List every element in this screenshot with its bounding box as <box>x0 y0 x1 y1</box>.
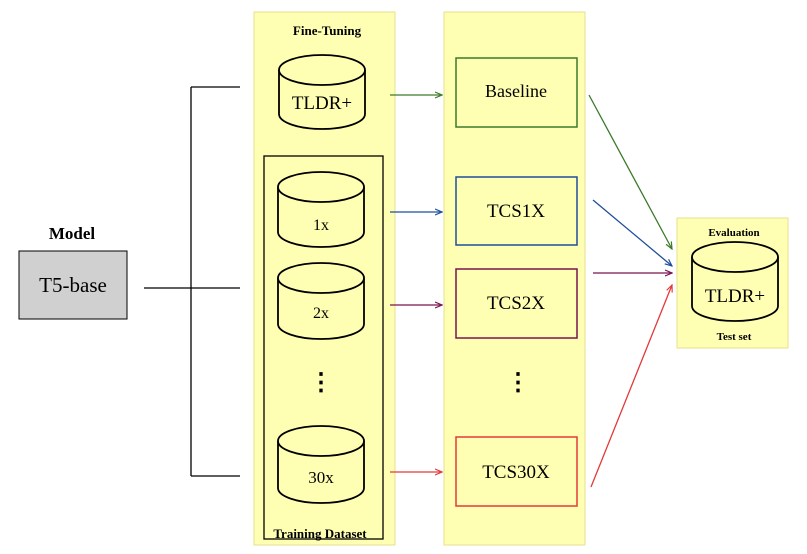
model-name: T5-base <box>39 273 107 297</box>
dataset-ellipsis: ⋮ <box>309 370 333 396</box>
tcs30x-label: TCS30X <box>482 462 550 483</box>
evaluation-dataset-cylinder <box>691 241 779 322</box>
arrow-tcs1x-to-eval <box>592 199 672 266</box>
tldr-dataset-cylinder <box>278 54 366 130</box>
tldr-dataset-label: TLDR+ <box>292 93 352 114</box>
tcs30x-box <box>455 436 578 507</box>
scale-1x-cylinder <box>277 171 365 248</box>
scale-30x-label: 30x <box>308 468 334 487</box>
arrow-baseline-to-eval <box>588 94 672 249</box>
model-heading: Model <box>49 224 96 243</box>
model-box <box>18 250 128 320</box>
training-dataset-frame <box>263 155 384 540</box>
scale-30x-cylinder <box>277 425 365 504</box>
tcs1x-label: TCS1X <box>487 201 545 222</box>
scale-2x-cylinder <box>277 262 365 340</box>
models-ellipsis: ⋮ <box>506 370 530 396</box>
baseline-label: Baseline <box>485 81 547 101</box>
evaluation-subtitle: Test set <box>717 331 752 343</box>
tcs2x-box <box>455 268 578 339</box>
model-bracket-connector <box>144 86 240 477</box>
arrow-tcs30x-to-eval <box>590 285 672 488</box>
tcs2x-label: TCS2X <box>487 293 545 314</box>
baseline-box <box>455 57 578 128</box>
tcs1x-box <box>455 176 578 246</box>
training-dataset-label: Training Dataset <box>273 526 367 541</box>
scale-1x-label: 1x <box>313 217 329 234</box>
scale-2x-label: 2x <box>313 305 329 322</box>
evaluation-dataset-label: TLDR+ <box>705 286 765 307</box>
evaluation-title: Evaluation <box>708 227 759 239</box>
fine-tuning-title: Fine-Tuning <box>293 23 362 38</box>
